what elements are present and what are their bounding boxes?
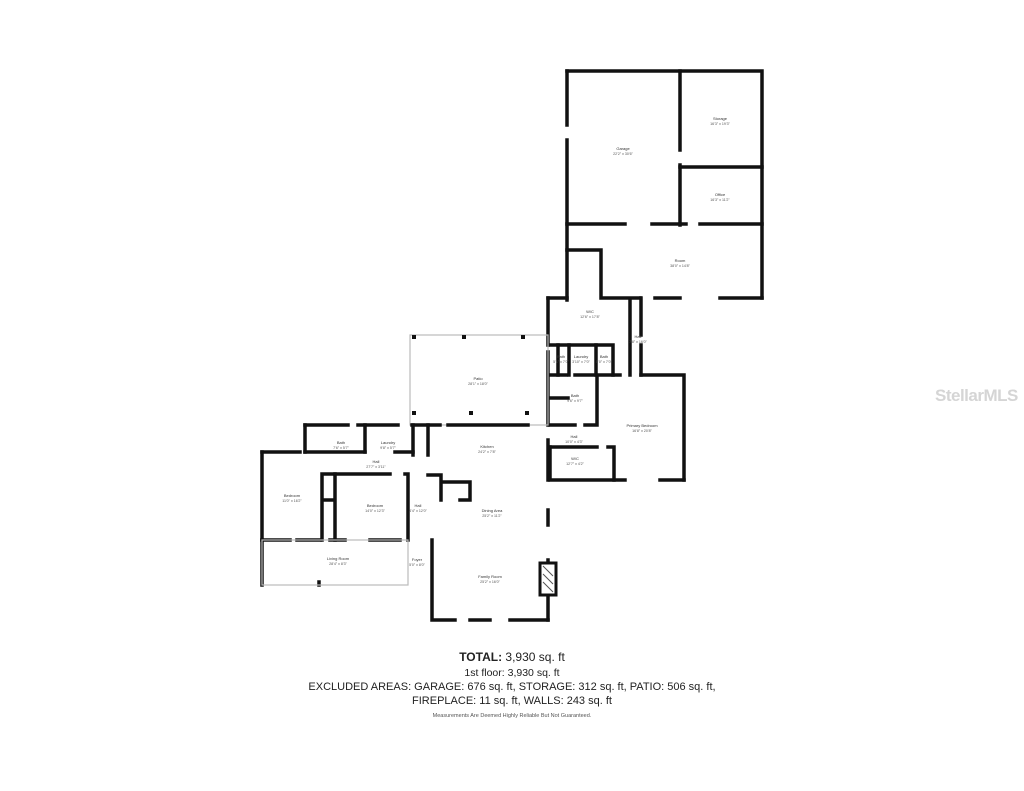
room-name: Laundry xyxy=(381,440,395,445)
room-dimensions: 9'8" x 5'7" xyxy=(380,446,396,450)
room-dimensions: 9'6" x 9'7" xyxy=(567,399,583,403)
excluded-line-2: FIREPLACE: 11 sq. ft, WALLS: 243 sq. ft xyxy=(412,695,612,707)
room-dimensions: 28'1" x 18'0" xyxy=(468,382,488,386)
room-dimensions: 38'0" x 14'8" xyxy=(670,264,690,268)
room-dimensions: 12'7" x 4'2" xyxy=(566,462,584,466)
room-name: Bedroom xyxy=(367,503,384,508)
room-name: Living Room xyxy=(327,556,350,561)
watermark-logo: StellarMLS xyxy=(935,386,1018,405)
room-label: W/C12'7" x 4'2" xyxy=(566,456,584,466)
total-area: TOTAL: 3,930 sq. ft xyxy=(0,650,1024,664)
room-dimensions: 14'0" x 12'3" xyxy=(365,509,385,513)
room-dimensions: 5'0" x 8'0" xyxy=(409,563,425,567)
room-name: Family Room xyxy=(478,574,502,579)
room-label: W/C12'6" x 17'8" xyxy=(580,309,600,319)
room-name: Patio xyxy=(473,376,483,381)
room-name: Bath xyxy=(571,393,579,398)
room-dimensions: 28'4" x 8'3" xyxy=(329,562,347,566)
room-name: Garage xyxy=(616,146,630,151)
room-dimensions: 24'2" x 7'8" xyxy=(478,450,496,454)
room-dimensions: 7'6" x 5'7" xyxy=(333,446,349,450)
room-dimensions: 11'0" x 16'2" xyxy=(282,499,302,503)
room-dimensions: 5'1" x 7'0" xyxy=(553,360,569,364)
excluded-areas: EXCLUDED AREAS: GARAGE: 676 sq. ft, STOR… xyxy=(0,680,1024,708)
room-dimensions: 25'2" x 16'0" xyxy=(480,580,500,584)
floor-area: 1st floor: 3,930 sq. ft xyxy=(0,667,1024,679)
room-name: Room xyxy=(675,258,686,263)
room-name: Hall xyxy=(635,334,642,339)
room-dimensions: 5'0" x 7'0" xyxy=(596,360,612,364)
room-name: Dining Area xyxy=(482,508,503,513)
room-name: Hall xyxy=(373,459,380,464)
room-name: Bath xyxy=(337,440,345,445)
room-name: Bath xyxy=(600,354,608,359)
room-dimensions: 7'8" x 16'0" xyxy=(629,340,647,344)
room-dimensions: 27'7" x 3'11" xyxy=(366,465,386,469)
room-name: Hall xyxy=(571,434,578,439)
room-name: W/C xyxy=(571,456,579,461)
total-value: 3,930 sq. ft xyxy=(505,650,565,664)
room-name: Foyer xyxy=(412,557,423,562)
room-name: Storage xyxy=(713,116,728,121)
walls xyxy=(260,69,764,622)
total-label: TOTAL: xyxy=(459,650,503,664)
room-name: W/C xyxy=(586,309,594,314)
room-name: Bedroom xyxy=(284,493,301,498)
room-dimensions: 16'3" x 19'3" xyxy=(710,122,730,126)
room-dimensions: 25'2" x 11'2" xyxy=(482,514,502,518)
room-name: Hall xyxy=(415,503,422,508)
disclaimer: Measurements Are Deemed Highly Reliable … xyxy=(432,713,592,719)
room-name: Office xyxy=(715,192,726,197)
room-dimensions: 4'4" x 12'0" xyxy=(409,509,427,513)
room-dimensions: 16'3" x 11'2" xyxy=(710,198,730,202)
floor-label: 1st floor: xyxy=(464,667,505,679)
room-dimensions: 16'8" x 20'8" xyxy=(632,429,652,433)
excluded-line-1: EXCLUDED AREAS: GARAGE: 676 sq. ft, STOR… xyxy=(308,681,716,693)
room-name: Bath xyxy=(557,354,565,359)
floor-value: 3,930 sq. ft xyxy=(507,667,560,679)
room-dimensions: 10'0" x 4'3" xyxy=(565,440,583,444)
room-dimensions: 3'10" x 7'0" xyxy=(572,360,590,364)
room-dimensions: 22'2" x 30'6" xyxy=(613,152,633,156)
room-name: Primary Bedroom xyxy=(626,423,658,428)
room-name: Kitchen xyxy=(480,444,493,449)
room-dimensions: 12'6" x 17'8" xyxy=(580,315,600,319)
room-name: Laundry xyxy=(574,354,588,359)
